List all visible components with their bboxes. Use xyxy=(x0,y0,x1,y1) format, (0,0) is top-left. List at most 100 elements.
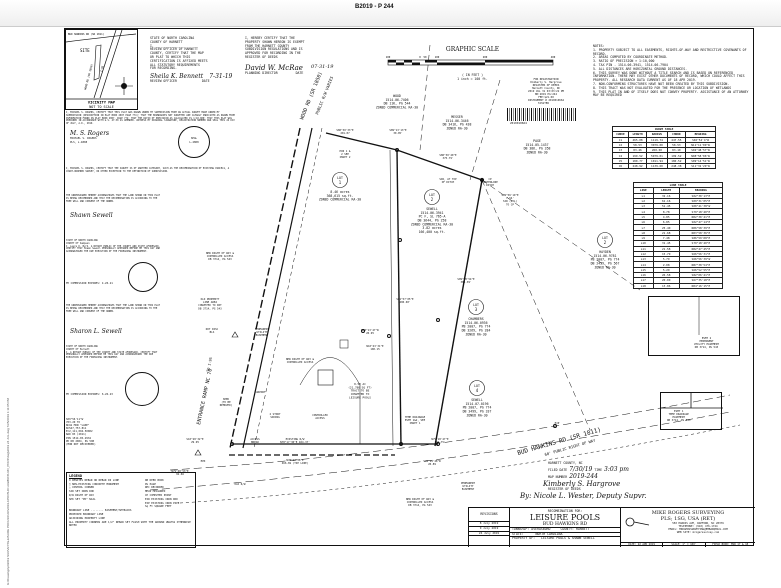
planning-date: 07-31-19 xyxy=(310,63,334,70)
hayden-tag: LOT xyxy=(602,236,608,240)
project-name: LEISURE POOLS xyxy=(529,512,601,522)
cp-marker xyxy=(479,177,485,183)
vicinity-map: BUD HAWKINS RD (SR 1811) SITE WOOD RD (S… xyxy=(65,29,138,110)
table-cell: S11°32'29"W xyxy=(684,163,717,170)
revision-date: 24 July 2019 xyxy=(469,531,509,537)
surveyor-logo-icon xyxy=(625,517,649,527)
scale-title: GRAPHIC SCALE xyxy=(445,46,500,53)
hayden-number: 2 xyxy=(604,240,607,245)
notes: NOTES: 1. PROPERTY SUBJECT TO ALL EASEME… xyxy=(593,44,753,98)
scale-tick-label: 100 xyxy=(435,55,440,59)
tie-to-monument: S09°56'11"W 703.20 TO NCGS MON "LAKE" N=… xyxy=(66,418,96,446)
notes-title: NOTES: xyxy=(593,44,605,48)
ramp-label: ENTRANCE RAMP NC 70 xyxy=(196,368,214,425)
legend-line-item: BOUNDARY LINE ........ EASEMENT/SETBACKS xyxy=(69,509,132,513)
ramp-boundary-line xyxy=(242,127,313,449)
old-property-line xyxy=(253,127,323,449)
legend-item: O DENOTES REBAR OR REBAR IN LINE xyxy=(69,478,119,482)
review-cert-text: STATE OF NORTH CAROLINA COUNTY OF HARNET… xyxy=(150,36,208,71)
notary-certificate-1: STATE OF NORTH CAROLINA COUNTY OF Sampso… xyxy=(66,239,161,254)
note-item: 2. AREAS COMPUTED BY COORDINATE METHOD. xyxy=(593,55,668,60)
filed-time: 3:03 pm xyxy=(604,465,629,473)
legend-line-item: ALL PROPERTY CORNERS ARE 1/2" REBAR SET … xyxy=(69,520,191,528)
project-road: BUD HAWKINS RD xyxy=(542,521,588,527)
planning-director-label: PLANNING DIRECTOR xyxy=(245,70,278,75)
barcode xyxy=(507,108,577,121)
table-cell: 13.86 xyxy=(652,282,680,289)
planning-cert-text: I, HEREBY CERTIFY THAT THE PROPERTY SHOW… xyxy=(245,36,305,59)
note-item: 1. PROPERTY SUBJECT TO ALL EASEMENTS, RI… xyxy=(593,47,747,56)
planning-signature: David W. McRae xyxy=(245,63,303,72)
lot-3-circle xyxy=(468,299,484,315)
hayden-circle xyxy=(597,232,613,248)
lot-1-tag: LOT xyxy=(337,176,343,180)
temp-inset-text: ESMT 1 TEMP DRAINAGE EASEMENT DB 3714, P… xyxy=(667,410,691,422)
lot-1-circle xyxy=(332,172,348,188)
bud-hawkins-centerline xyxy=(169,394,731,471)
company-name: MIKE ROGERS SURVEYING xyxy=(651,510,725,516)
property-owner: LEISURE POOLS & SHAWN SEWELL xyxy=(541,536,595,541)
owner-certificate: THE UNDERSIGNED HEREBY ACKNOWLEDGES THAT… xyxy=(66,194,161,203)
lot-4-number: 4 xyxy=(476,388,479,393)
time-label: TIME xyxy=(594,467,603,472)
owner-signature: Shawn Sewell xyxy=(70,212,113,219)
sir-marker xyxy=(395,148,399,152)
ramp-sub: TO I-95 xyxy=(206,357,213,372)
deputy-signature: By: Nicole L. Wester, Deputy Supvr. xyxy=(520,491,647,500)
notary-seal-2 xyxy=(125,372,159,406)
legend-item: DB DEED BOOK xyxy=(145,478,164,482)
wood-rd-label: WOOD RD (SR 1850) xyxy=(299,71,324,121)
filed-date-label: FILED DATE xyxy=(548,467,568,472)
surveyor-info: MIKE ROGERS SURVEYING PLS; 1SG, USA (RET… xyxy=(621,508,755,547)
note-item: 6. THIS SURVEY WAS DONE WITHOUT A TITLE … xyxy=(593,70,745,83)
county-label: COUNTY: xyxy=(560,526,574,531)
page-header: B2019 - P 244 xyxy=(0,0,781,27)
tract-line xyxy=(389,149,394,447)
legend-item: SIR SET IRON ROD xyxy=(69,490,94,494)
register-label: REGISTER OF DEEDS xyxy=(548,486,581,491)
vicinity-wood-rd: WOOD RD (SR 1850) xyxy=(83,63,94,90)
township: AVERASBORO xyxy=(531,526,551,531)
seal-text: SEAL L-4808 xyxy=(189,137,199,144)
adjoining-line-1 xyxy=(481,179,591,431)
map-number-label: MAP NUMBER xyxy=(548,474,568,479)
surveyor-name: MICHAEL S. ROGERS PLS, L-4808 xyxy=(70,137,97,144)
review-officer-label: REVIEW OFFICER xyxy=(150,79,177,84)
lot-2-east-line xyxy=(434,179,483,447)
new-right-of-way-line xyxy=(229,127,301,449)
lot-3-tag: LOT xyxy=(473,303,479,307)
registration-tag: TASSTER xyxy=(538,102,549,105)
adjoining-line-2 xyxy=(481,179,641,291)
scale-tick-label: 50 xyxy=(423,55,427,59)
revisions-label: REVISIONS xyxy=(469,508,509,522)
note-item: 9. THIS PLAT IN AND OF ITSELF DOES NOT C… xyxy=(593,89,749,98)
legend-item: △ CONTROL CORNER xyxy=(69,486,94,490)
notary-seal-1 xyxy=(128,262,158,292)
recomb-label: RECOMBINATION FOR: xyxy=(547,509,583,513)
legend-line-item: PROPOSED BOUNDARY LINE xyxy=(69,512,104,516)
filed-date: 7/30/19 xyxy=(569,465,593,473)
